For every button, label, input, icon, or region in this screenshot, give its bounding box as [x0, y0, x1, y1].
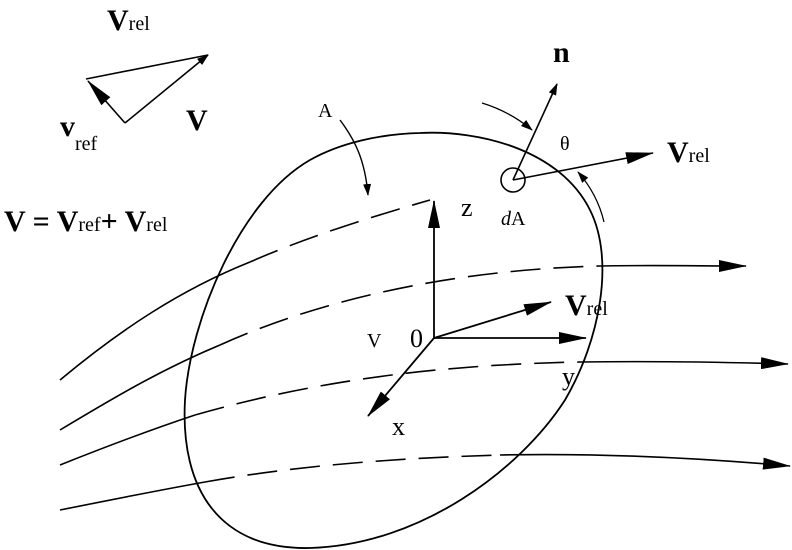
vref-label: vref: [60, 110, 97, 155]
y-axis-label: y: [562, 362, 575, 391]
streamline-3-dashed: [194, 361, 581, 416]
vrel-label-origin: Vrel: [565, 291, 608, 321]
coordinate-axes: [367, 200, 587, 417]
v-arrow: [124, 54, 209, 124]
normal-vector: [512, 83, 558, 181]
vref-label-main: v: [60, 110, 75, 143]
streamline-1-dashed: [249, 199, 431, 263]
equation-term2-sub: rel: [146, 214, 168, 236]
vrel-label-surface-main: V: [667, 136, 689, 169]
origin-label: 0: [410, 324, 423, 353]
element-area-label-d: d: [501, 208, 511, 230]
equation-term1-sub: ref: [78, 214, 101, 236]
element-area-label: dA: [501, 209, 525, 229]
equation-term1-main: V: [56, 205, 79, 238]
vrel-label-surface-sub: rel: [688, 145, 710, 167]
theta-arc-lower: [577, 171, 605, 223]
vrel-label-triangle-main: V: [107, 4, 129, 37]
equation-equals: =: [25, 205, 57, 238]
z-axis-label: z: [461, 193, 473, 222]
vref-label-sub: ref: [75, 133, 98, 155]
v-label: V: [186, 104, 208, 137]
element-area-label-a: A: [511, 208, 526, 230]
vrel-vector-origin: [433, 301, 552, 339]
streamline-4-dashed: [204, 454, 501, 483]
streamline-3-exit: [579, 357, 789, 370]
x-axis: [367, 337, 435, 417]
vector-triangle: [85, 54, 209, 124]
streamline-1: [59, 261, 251, 381]
streamlines: [59, 199, 791, 511]
vrel-label-origin-sub: rel: [586, 298, 608, 320]
streamline-2: [59, 344, 221, 431]
vrel-label-surface: Vrel: [667, 138, 710, 168]
control-surface-outline: [183, 131, 604, 549]
vref-arrow: [87, 80, 126, 124]
theta-arc: [481, 102, 533, 131]
streamline-4-exit: [499, 453, 791, 470]
vrel-label-triangle-sub: rel: [128, 13, 150, 35]
v-axis-label: V: [367, 330, 382, 352]
x-axis-label: x: [392, 412, 405, 441]
streamline-2-dashed: [219, 265, 601, 346]
equation-plus: +: [100, 205, 125, 238]
vrel-arrow-triangle: [85, 54, 209, 80]
area-pointer: [339, 119, 372, 196]
area-element-circle: [500, 167, 526, 193]
theta-label: θ: [560, 133, 570, 155]
area-label: A: [318, 100, 333, 122]
vrel-label-origin-main: V: [565, 289, 587, 322]
equation-term2-main: V: [124, 205, 147, 238]
normal-label: n: [553, 36, 570, 69]
vrel-label-triangle: Vrel: [107, 6, 150, 36]
streamline-3: [59, 414, 196, 466]
streamline-4: [59, 481, 206, 511]
vrel-vector-surface: [512, 152, 654, 181]
equation-lhs: V: [4, 205, 26, 238]
velocity-equation: V = Vref+ Vrel: [4, 207, 167, 237]
